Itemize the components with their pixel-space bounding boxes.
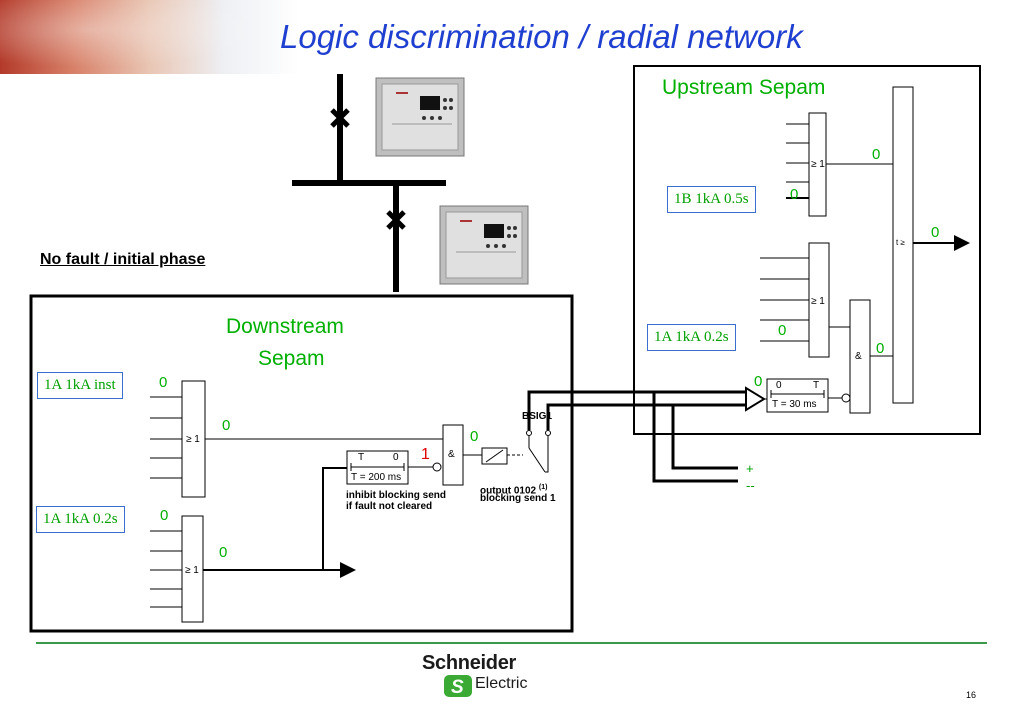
output-label-line2: blocking send 1 [480,493,556,504]
upstream-timer [766,378,829,413]
downstream-and-value: 0 [470,428,479,445]
downstream-timer-out-value: 1 [421,446,430,463]
downstream-sepam-label-1: Downstream [226,315,344,338]
sepam-relay-upstream-icon [375,77,465,157]
sepam-relay-downstream-icon [439,205,529,285]
breaker-downstream-icon [386,210,406,230]
supply-minus: -- [746,478,755,493]
downstream-inst-value: 0 [159,374,168,391]
output-label-text: output 0102 [480,485,537,497]
upstream-protection-1a: 1A 1kA 0.2s [647,324,736,351]
upstream-output-block [892,86,914,404]
downstream-protection-inst: 1A 1kA inst [37,372,123,399]
upstream-timer-zero: 0 [776,380,782,391]
downstream-or1-value: 0 [222,417,231,434]
page-title: Logic discrimination / radial network [280,18,803,55]
upstream-sepam-label: Upstream Sepam [662,76,826,99]
upstream-receive-value: 0 [754,373,763,390]
svg-text:S: S [451,677,464,698]
upstream-timer-value: T = 30 ms [772,399,817,410]
downstream-and-label: & [448,449,455,460]
header-photo [0,0,300,74]
upstream-protection-1b: 1B 1kA 0.5s [667,186,756,213]
phase-caption: No fault / initial phase [40,251,206,268]
inhibit-note-line1: inhibit blocking send [346,490,446,501]
upstream-1b-value: 0 [790,186,799,203]
upstream-and-label: & [855,351,862,362]
upstream-sepam-box [633,65,981,435]
upstream-output-label: t ≥ [896,238,905,247]
downstream-timer-t: T [358,452,365,463]
schneider-logo-icon: S [444,675,472,698]
logo-schneider: Schneider [422,652,516,674]
pilot-wire [527,390,746,483]
downstream-or2-value: 0 [219,544,228,561]
downstream-02s-value: 0 [160,507,169,524]
downstream-or2-label: ≥ 1 [185,565,199,576]
output-contact-icon [526,430,551,473]
downstream-sepam-label-2: Sepam [258,347,325,370]
output-label-line1: output 0102 (1) [480,482,547,496]
inhibit-note-line2: if fault not cleared [346,501,433,512]
page-number: 16 [965,690,976,700]
downstream-sepam-box [29,294,574,633]
downstream-timer-value: T = 200 ms [351,472,402,483]
downstream-protection-02s: 1A 1kA 0.2s [36,506,125,533]
busbar-network [292,74,446,292]
supply-plus: + [746,461,754,476]
bsig-label: BSIG1 [522,411,553,422]
upstream-output-value: 0 [931,224,940,241]
output-label-sup: (1) [538,484,548,491]
downstream-or1-label: ≥ 1 [186,434,200,445]
upstream-1a-value: 0 [778,322,787,339]
upstream-timer-t: T [813,380,820,391]
upstream-and-value: 0 [876,340,885,357]
upstream-or1-out-value: 0 [872,146,881,163]
header-photo-overlay [0,0,300,74]
downstream-timer-zero: 0 [393,452,399,463]
logo-electric: Electric [475,675,528,692]
breaker-upstream-icon [330,108,350,128]
upstream-or2-label: ≥ 1 [811,296,825,307]
upstream-or1-label: ≥ 1 [811,159,825,170]
blocking-receive-buffer-icon [745,386,766,412]
